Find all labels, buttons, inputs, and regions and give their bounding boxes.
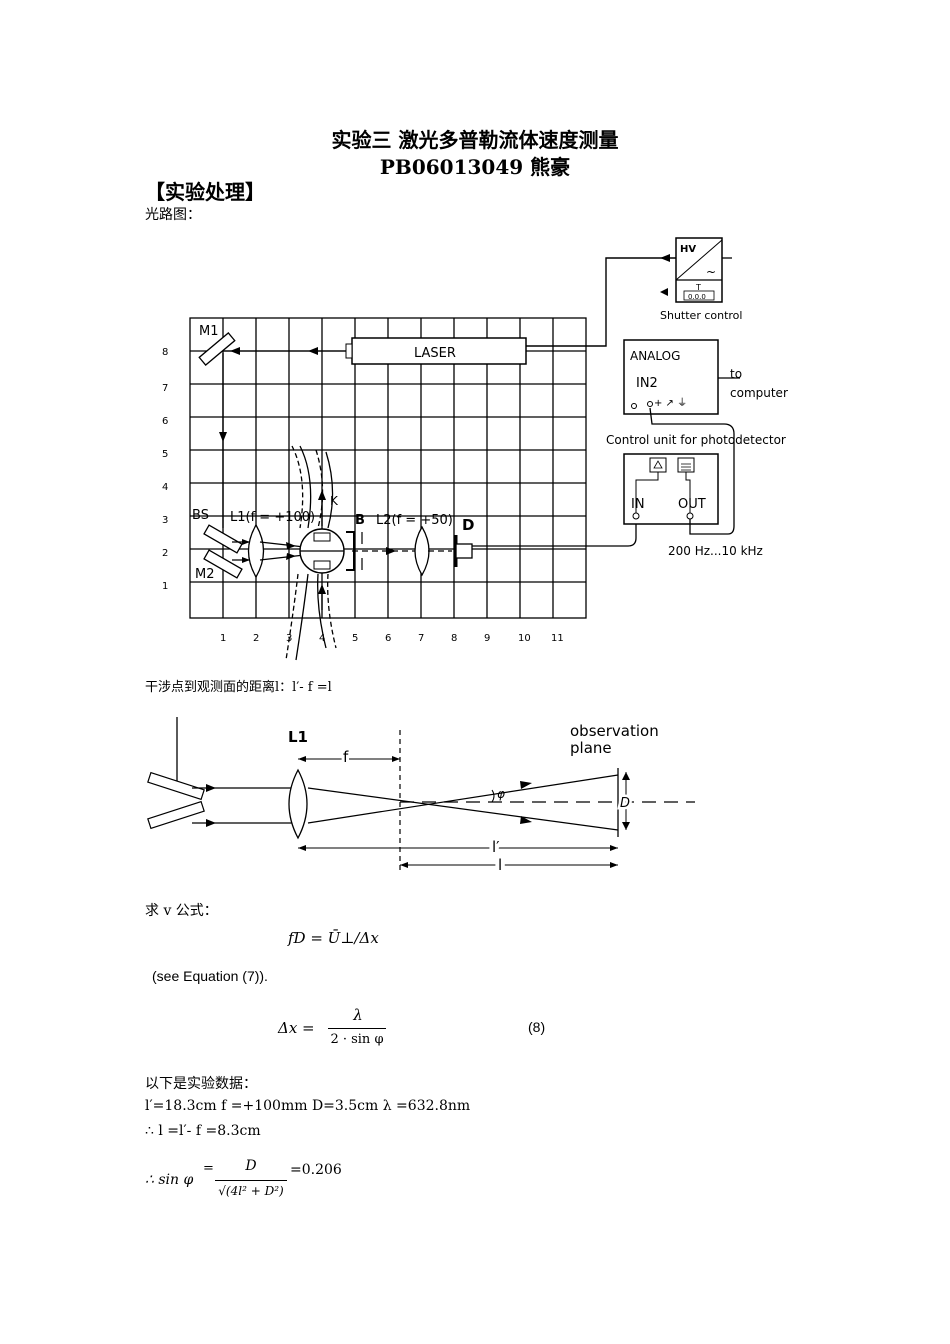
y-tick: 1	[162, 581, 168, 592]
f-label: f	[343, 748, 349, 766]
to-label: to	[730, 367, 742, 381]
optical-setup-diagram: 1 2 3 4 5 6 7 8 9 10 11 1 2 3 4 5 6 7 8 …	[162, 237, 788, 661]
photodetector	[455, 543, 473, 559]
section-heading: 【实验处理】	[145, 180, 265, 204]
frequency-label: 200 Hz...10 kHz	[668, 544, 763, 558]
x-tick: 6	[385, 633, 391, 644]
geometry-diagram: L1 f f D D observation plane φ l′ l′ l l	[147, 717, 695, 877]
d-label: D	[462, 516, 474, 534]
lens-l2	[414, 525, 430, 577]
plane-label: plane	[570, 739, 612, 757]
formula-intro: 求 v 公式：	[145, 903, 218, 919]
lens-l1	[288, 768, 308, 840]
t-label: T	[695, 283, 701, 292]
observation-label: observation	[570, 722, 659, 740]
mirror-m1	[198, 332, 236, 366]
bs-label: BS	[192, 508, 209, 523]
svg-text:~: ~	[706, 265, 716, 279]
beam-splitter	[203, 524, 243, 554]
x-tick: 11	[551, 633, 564, 644]
y-tick: 6	[162, 416, 168, 427]
l1-label: L1	[288, 728, 308, 746]
page-title: 实验三 激光多普勒流体速度测量	[331, 128, 619, 152]
in2-label: IN2	[636, 376, 658, 391]
in-label: IN	[631, 497, 645, 512]
counter-label: 0.0.0	[688, 293, 706, 301]
y-tick: 5	[162, 449, 168, 460]
sin-lhs: ∴ sin φ	[145, 1172, 194, 1188]
mirror	[147, 800, 205, 830]
sin-result: =0.206	[290, 1162, 342, 1178]
shutter-label: Shutter control	[660, 309, 742, 322]
x-tick: 7	[418, 633, 424, 644]
mirror-m2	[203, 549, 243, 579]
sin-equals: =	[203, 1161, 214, 1176]
y-tick: 4	[162, 482, 168, 493]
x-tick: 2	[253, 633, 259, 644]
y-tick: 3	[162, 515, 168, 526]
out-label: OUT	[678, 497, 706, 512]
phi-label: φ	[497, 787, 505, 801]
lens-l1	[247, 523, 265, 579]
fraction-bar	[215, 1180, 287, 1181]
x-tick: 1	[220, 633, 226, 644]
see-equation: (see Equation (7)).	[152, 968, 268, 984]
optical-path-label: 光路图：	[145, 207, 201, 223]
x-tick: 10	[518, 633, 531, 644]
formula-dx-numerator: λ	[353, 1006, 363, 1024]
sin-numerator: D	[245, 1158, 257, 1174]
data-intro: 以下是实验数据：	[145, 1076, 257, 1092]
beam-splitter	[147, 771, 205, 801]
control-unit-label: Control unit for photodetector	[606, 433, 786, 447]
formula-dx-lhs: Δx =	[278, 1019, 315, 1037]
svg-text:+ ↗ ⏚: + ↗ ⏚	[654, 397, 687, 409]
d-label: D	[620, 796, 630, 811]
equation-number: (8)	[528, 1019, 546, 1035]
m1-label: M1	[199, 324, 219, 339]
formula-fd: fD = Ū⊥/Δx	[288, 929, 379, 947]
k-label: K	[330, 494, 339, 508]
hv-label: HV	[680, 244, 696, 255]
y-tick: 2	[162, 548, 168, 559]
l2-label: L2(f = +50)	[376, 513, 453, 528]
x-tick: 9	[484, 633, 490, 644]
analog-label: ANALOG	[630, 349, 680, 363]
fraction-bar	[328, 1028, 386, 1029]
lprime-label: l′	[492, 838, 500, 856]
author-line: PB06013049 熊豪	[379, 155, 571, 179]
laser-box	[351, 337, 527, 365]
data-line: l′=18.3cm f =+100mm D=3.5cm λ =632.8nm	[145, 1098, 471, 1114]
x-tick: 8	[451, 633, 457, 644]
l1-label: L1(f = +100)	[230, 510, 315, 525]
formula-dx-denominator: 2 · sin φ	[330, 1032, 384, 1047]
b-label: B	[355, 513, 365, 528]
laser-label: LASER	[414, 346, 456, 361]
y-tick: 8	[162, 347, 168, 358]
distance-line: 干涉点到观测面的距离l：l′- f =l	[145, 680, 332, 695]
sin-denominator: √(4l² + D²)	[218, 1184, 284, 1198]
x-tick: 4	[319, 633, 325, 644]
y-tick: 7	[162, 383, 168, 394]
x-tick: 5	[352, 633, 358, 644]
computer-label: computer	[730, 386, 788, 400]
therefore-l: ∴ l =l′- f =8.3cm	[145, 1123, 261, 1139]
svg-text:D: D	[620, 796, 630, 811]
control-unit-box	[623, 453, 719, 525]
analog-box	[623, 339, 719, 415]
m2-label: M2	[195, 567, 215, 582]
l-label: l	[498, 856, 502, 874]
